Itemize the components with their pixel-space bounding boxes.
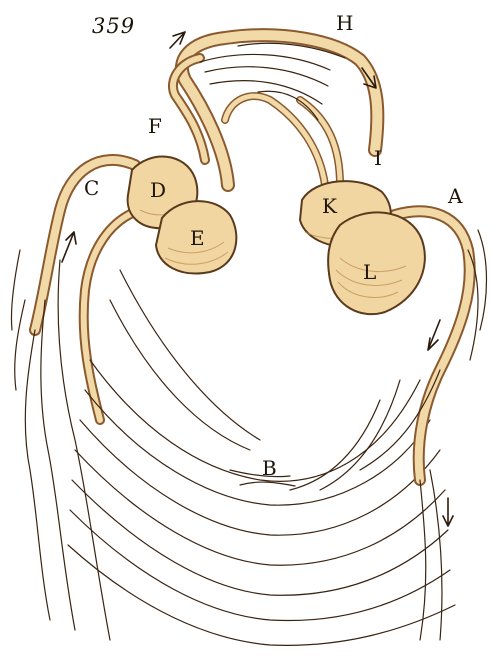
label-b: B <box>262 458 277 478</box>
arrow-icon <box>62 232 76 262</box>
venous-return-vessels <box>11 160 140 640</box>
label-k: K <box>322 196 337 216</box>
pulmonary-vessels <box>173 35 377 185</box>
label-h: H <box>336 13 353 33</box>
chamber-l-shape <box>328 212 425 314</box>
label-c: C <box>84 178 99 198</box>
arrow-icon <box>428 320 440 350</box>
label-e: E <box>190 228 205 248</box>
label-f: F <box>148 116 162 136</box>
label-i: I <box>374 148 382 168</box>
label-l: L <box>363 262 376 282</box>
heart-chambers <box>128 157 425 315</box>
arrow-icon <box>443 498 453 526</box>
arrow-icon <box>170 32 185 48</box>
figure-number: 359 <box>92 14 135 38</box>
label-a: A <box>448 186 462 206</box>
label-d: D <box>150 180 166 200</box>
